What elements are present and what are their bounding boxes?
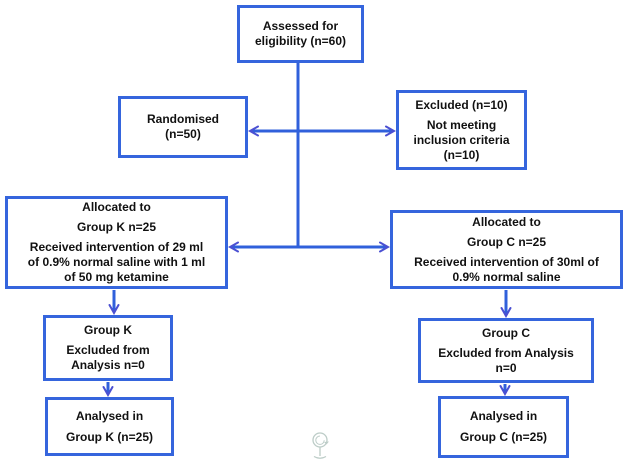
box-text-line: Received intervention of 30ml of	[414, 254, 599, 269]
box-text-line: Group K n=25	[76, 220, 156, 234]
box-text-line: Group C n=25	[466, 234, 546, 249]
box-text-line: Group K	[84, 323, 132, 337]
box-text-line: n=0	[495, 360, 517, 375]
box-text-line: Not meeting	[426, 117, 497, 132]
box-text-line: Excluded from Analysis	[438, 345, 574, 360]
box-analysed-group-k: Analysed in Group K (n=25)	[45, 397, 174, 456]
box-assessed-for-eligibility: Assessed for eligibility (n=60)	[237, 5, 364, 63]
box-text-line: Group C (n=25)	[459, 430, 547, 444]
box-text-line: Randomised	[146, 112, 219, 126]
box-text-line: of 50 mg ketamine	[64, 270, 169, 284]
box-text-line: (n=50)	[165, 127, 201, 141]
box-text-line: of 0.9% normal saline with 1 ml	[27, 255, 206, 269]
box-text-line: Analysis n=0	[71, 358, 145, 372]
box-allocated-group-c: Allocated to Group C n=25 Received inter…	[390, 210, 623, 289]
box-text-line: Group C	[482, 325, 530, 340]
box-text-line: Analysed in	[469, 409, 538, 423]
box-text-line: inclusion criteria	[413, 132, 510, 147]
box-text-line: (n=10)	[443, 147, 480, 162]
box-text-line: Excluded from	[66, 343, 150, 357]
box-text-line: Received intervention of 29 ml	[29, 240, 204, 254]
box-text-line: Analysed in	[75, 408, 144, 423]
box-text-line: Allocated to	[472, 214, 541, 229]
box-text-line: Excluded (n=10)	[415, 97, 508, 112]
box-randomised: Randomised (n=50)	[118, 96, 248, 158]
box-text-line: Group K (n=25)	[65, 429, 153, 444]
box-analysed-group-c: Analysed in Group C (n=25)	[438, 396, 569, 458]
circular-arrow-stand-icon	[312, 432, 329, 459]
box-text-line: Allocated to	[82, 200, 151, 214]
box-text-line: 0.9% normal saline	[452, 269, 561, 284]
box-excluded-from-analysis-k: Group K Excluded from Analysis n=0	[43, 315, 173, 381]
box-allocated-group-k: Allocated to Group K n=25 Received inter…	[5, 196, 228, 289]
box-text-line: eligibility (n=60)	[254, 34, 347, 48]
box-excluded: Excluded (n=10) Not meeting inclusion cr…	[396, 90, 527, 170]
box-excluded-from-analysis-c: Group C Excluded from Analysis n=0	[418, 318, 594, 383]
box-text-line: Assessed for	[262, 19, 339, 33]
